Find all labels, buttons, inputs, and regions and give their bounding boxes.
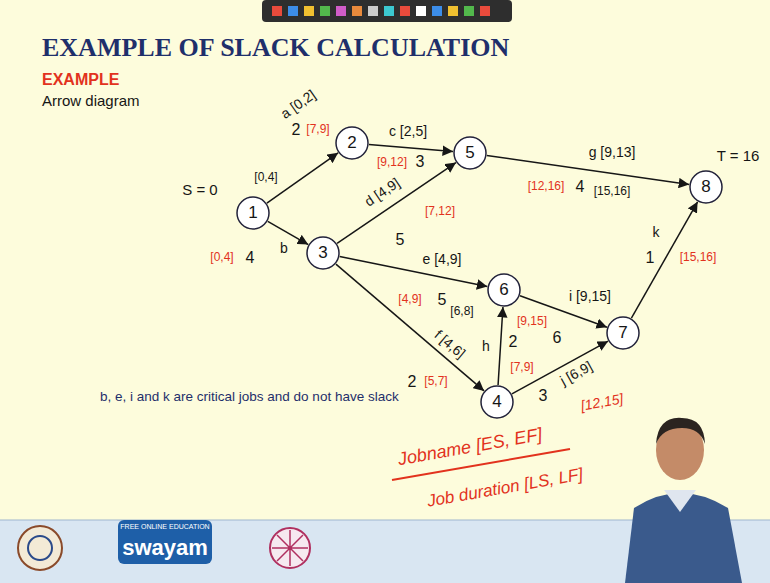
toolbar-icon xyxy=(352,6,362,16)
logo-tagline: FREE ONLINE EDUCATION xyxy=(120,523,209,531)
latest-window: [9,12] xyxy=(377,156,407,170)
event-node: 4 xyxy=(480,385,514,419)
slide-title: EXAMPLE OF SLACK CALCULATION xyxy=(42,33,509,63)
event-node: 8 xyxy=(689,170,723,204)
event-circle-outline xyxy=(481,386,513,418)
event-node: 1 xyxy=(236,196,270,230)
activity-arrow xyxy=(340,256,488,286)
toolbar-icon xyxy=(480,6,490,16)
job-duration: 4 xyxy=(246,249,255,267)
toolbar-icon xyxy=(384,6,394,16)
activity-arrow xyxy=(498,307,503,385)
event-circle-outline xyxy=(690,171,722,203)
toolbar-icon xyxy=(368,6,378,16)
job-duration: 6 xyxy=(553,329,562,347)
activity-arrow xyxy=(369,144,453,151)
activity-arrow xyxy=(487,155,689,184)
presenter-hair xyxy=(656,418,705,444)
event-number: 1 xyxy=(236,196,270,230)
logo-wordmark: swayam xyxy=(122,535,208,560)
event-circle-outline xyxy=(237,197,269,229)
toolbar-icon xyxy=(432,6,442,16)
earliest-window: [0,4] xyxy=(254,171,277,185)
event-number: 8 xyxy=(689,170,723,204)
toolbar-icon xyxy=(288,6,298,16)
event-number: 4 xyxy=(480,385,514,419)
job-duration: 4 xyxy=(576,178,585,196)
toolbar-icon xyxy=(400,6,410,16)
job-duration: 2 xyxy=(408,373,417,391)
job-label: g [9,13] xyxy=(589,144,636,160)
presenter-collar xyxy=(664,490,696,512)
activity-arrow xyxy=(268,221,308,244)
event-circle-outline xyxy=(307,237,339,269)
job-duration: 3 xyxy=(416,153,425,171)
subheading: Arrow diagram xyxy=(42,92,140,109)
latest-window: [7,9] xyxy=(306,123,329,137)
toolbar-icon xyxy=(448,6,458,16)
latest-window: [4,9] xyxy=(398,293,421,307)
job-duration: 3 xyxy=(539,387,548,405)
job-label: h xyxy=(482,338,490,354)
toolbar-icon xyxy=(272,6,282,16)
end-time: T = 16 xyxy=(717,147,760,164)
toolbar-icon xyxy=(304,6,314,16)
latest-window: [15,16] xyxy=(680,251,717,265)
job-label: c [2,5] xyxy=(389,123,427,139)
job-duration: 5 xyxy=(438,291,447,309)
job-label: b xyxy=(280,240,288,256)
latest-window: [7,9] xyxy=(510,361,533,375)
latest-window: [5,7] xyxy=(424,375,447,389)
job-duration: 5 xyxy=(396,231,405,249)
partner-logo-spokes xyxy=(272,530,308,566)
toolbar-icon xyxy=(464,6,474,16)
job-label: e [4,9] xyxy=(423,251,462,267)
event-circle-outline xyxy=(454,137,486,169)
event-number: 6 xyxy=(487,273,521,307)
partner-logo xyxy=(270,528,310,568)
earliest-window: [6,8] xyxy=(450,305,473,319)
event-number: 3 xyxy=(306,236,340,270)
note: b, e, i and k are critical jobs and do n… xyxy=(100,389,399,405)
institute-logo xyxy=(18,526,62,570)
job-duration: 2 xyxy=(509,333,518,351)
earliest-window: [15,16] xyxy=(594,185,631,199)
event-number: 2 xyxy=(335,126,369,160)
event-node: 3 xyxy=(306,236,340,270)
start-time: S = 0 xyxy=(182,181,217,198)
toolbar-icon xyxy=(320,6,330,16)
latest-window: [9,15] xyxy=(517,315,547,329)
institute-logo-ring xyxy=(28,536,52,560)
event-number: 5 xyxy=(453,136,487,170)
event-node: 7 xyxy=(606,316,640,350)
swayam-logo xyxy=(118,520,212,564)
latest-window: [7,12] xyxy=(425,205,455,219)
toolbar-icon xyxy=(336,6,346,16)
toolbar xyxy=(262,0,512,22)
job-label: i [9,15] xyxy=(569,288,611,304)
latest-window: [0,4] xyxy=(210,251,233,265)
event-node: 6 xyxy=(487,273,521,307)
latest-window: [12,16] xyxy=(528,180,565,194)
event-circle-outline xyxy=(607,317,639,349)
job-duration: 2 xyxy=(292,121,301,139)
event-circle-outline xyxy=(336,127,368,159)
section-heading: EXAMPLE xyxy=(42,71,119,89)
activity-arrow xyxy=(336,264,484,391)
event-node: 2 xyxy=(335,126,369,160)
toolbar-icon xyxy=(416,6,426,16)
event-number: 7 xyxy=(606,316,640,350)
event-circle-outline xyxy=(488,274,520,306)
event-node: 5 xyxy=(453,136,487,170)
job-duration: 1 xyxy=(646,249,655,267)
job-label: k xyxy=(653,224,660,240)
